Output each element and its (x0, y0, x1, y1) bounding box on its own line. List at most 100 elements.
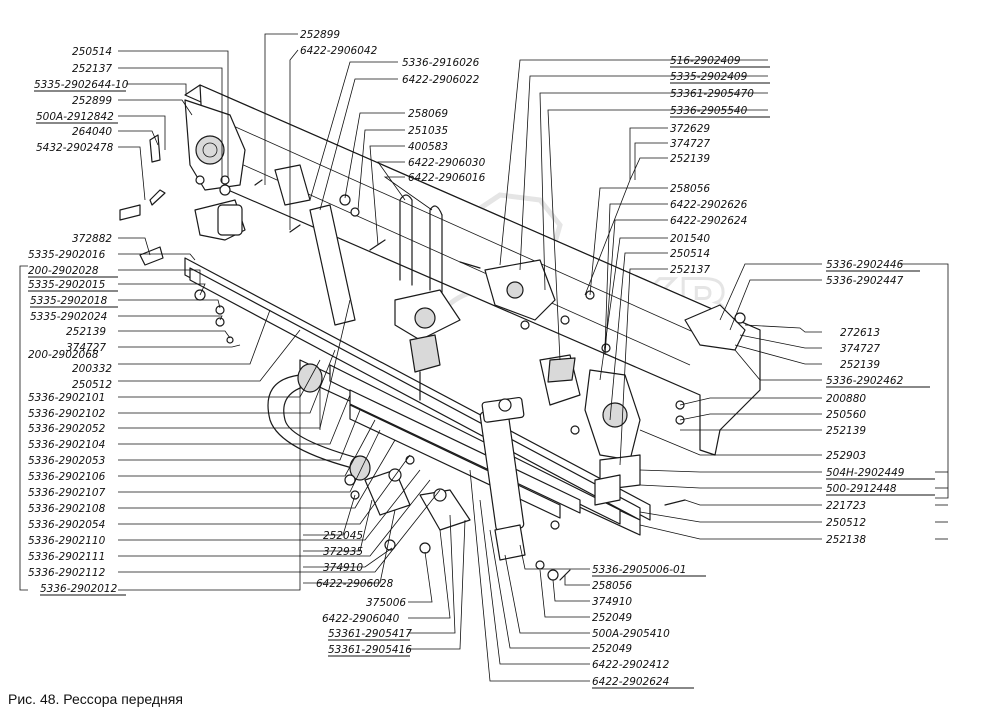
callout-label: 250514 (670, 248, 710, 260)
callout-label: 200880 (826, 393, 866, 405)
callout-label: 6422-2906016 (408, 172, 486, 184)
callout-label: 201540 (670, 233, 710, 245)
torsion-rod (274, 164, 356, 326)
callout-label: 6422-2906030 (408, 157, 486, 169)
callout-label: 504Н-2902449 (826, 467, 905, 479)
callout-label: 374727 (66, 342, 106, 354)
callout-label: 5336-2902107 (28, 487, 106, 499)
rear-bracket (584, 369, 641, 506)
callout-label: 200-2902028 (28, 265, 99, 277)
callout-label: 5336-2902104 (28, 439, 105, 451)
callout-label: 252139 (670, 153, 710, 165)
callout-label: 5336-2902446 (826, 259, 904, 271)
callout-label: 5336-2902053 (28, 455, 105, 467)
callout-label: 264040 (72, 126, 112, 138)
callout-label: 500А-2905410 (592, 628, 670, 640)
callout-label: 5336-2902111 (28, 551, 105, 563)
callout-label: 5336-2902447 (826, 275, 904, 287)
callout-label: 6422-2906028 (316, 578, 394, 590)
callout-label: 250560 (826, 409, 866, 421)
callout-label: 272613 (840, 327, 880, 339)
callout-label: 252139 (826, 425, 866, 437)
callout-label: 5336-2905540 (670, 105, 748, 117)
callout-label: 372629 (670, 123, 710, 135)
callout-label: 258056 (592, 580, 632, 592)
callout-label: 252903 (826, 450, 866, 462)
callout-label: 250514 (72, 46, 112, 58)
callout-label: 252899 (72, 95, 112, 107)
callout-label: 258069 (408, 108, 448, 120)
callout-label: 252137 (72, 63, 112, 75)
callout-label: 252139 (66, 326, 106, 338)
callout-label: 5335-2902644-10 (34, 79, 129, 91)
callout-label: 374727 (840, 343, 880, 355)
callout-label: 5336-2902012 (40, 583, 118, 595)
leader-lines (19, 33, 949, 682)
callout-label: 252045 (323, 530, 363, 542)
rear-shackle-links (364, 468, 471, 531)
callout-label: 5336-2902101 (28, 392, 105, 404)
callout-label: 5336-2902108 (28, 503, 106, 515)
callout-label: 252139 (840, 359, 880, 371)
shock-absorber (479, 396, 526, 561)
stabilizer-bar (267, 363, 371, 481)
frame-rail (184, 84, 761, 456)
callout-label: 200332 (72, 363, 112, 375)
u-bolts (394, 194, 461, 341)
callout-label: 53361-2905417 (328, 628, 412, 640)
callout-label: 250512 (826, 517, 866, 529)
callout-label: 250512 (72, 379, 112, 391)
callout-label: 5335-2902016 (28, 249, 106, 261)
callout-label: 372882 (72, 233, 112, 245)
front-shackle (119, 134, 246, 266)
callout-label: 5336-2902102 (28, 408, 106, 420)
callout-label: 374910 (323, 562, 363, 574)
callout-label: 252899 (300, 29, 340, 41)
callout-label: 375006 (366, 597, 406, 609)
callout-label: 6422-2902626 (670, 199, 748, 211)
callout-label: 5336-2902052 (28, 423, 106, 435)
callout-label: 258056 (670, 183, 710, 195)
callout-label: 5336-2902112 (28, 567, 106, 579)
callout-label: 374910 (592, 596, 632, 608)
callout-label: 374727 (670, 138, 710, 150)
callout-label: 372935 (323, 546, 363, 558)
figure-caption: Рис. 48. Рессора передняя (8, 691, 183, 707)
callout-label: 500-2912448 (826, 483, 897, 495)
callout-label: 5336-2902110 (28, 535, 106, 547)
callout-labels: 250514 252137 5335-2902644-10 252899 500… (28, 29, 935, 689)
cross-bracket (684, 304, 746, 351)
callout-label: 251035 (408, 125, 448, 137)
callout-label: 6422-2902624 (670, 215, 747, 227)
callout-label: 5335-2902015 (28, 279, 106, 291)
callout-label: 6422-2906042 (300, 45, 378, 57)
callout-label: 53361-2905416 (328, 644, 412, 656)
callout-label: 5432-2902478 (36, 142, 114, 154)
front-bracket (184, 99, 246, 196)
callout-label: 5335-2902409 (670, 71, 748, 83)
callout-label: 53361-2905470 (670, 88, 754, 100)
callout-label: 5336-2902106 (28, 471, 106, 483)
callout-label: 400583 (408, 141, 448, 153)
callout-label: 5336-2916026 (402, 57, 480, 69)
callout-label: 6422-2902412 (592, 659, 670, 671)
callout-label: 6422-2902624 (592, 676, 669, 688)
callout-label: 500А-2912842 (36, 111, 114, 123)
callout-label: 5335-2902018 (30, 295, 108, 307)
callout-label: 5335-2902024 (30, 311, 107, 323)
callout-label: 5336-2902462 (826, 375, 904, 387)
callout-label: 252049 (592, 612, 632, 624)
callout-label: 516-2902409 (670, 55, 741, 67)
mid-bracket (484, 259, 581, 406)
callout-label: 252049 (592, 643, 632, 655)
callout-label: 221723 (826, 500, 866, 512)
callout-label: 6422-2906022 (402, 74, 480, 86)
callout-label: 5336-2905006-01 (592, 564, 686, 576)
callout-label: 200-2902068 (28, 349, 99, 361)
callout-label: 252137 (670, 264, 710, 276)
bump-stop (409, 334, 441, 401)
callout-label: 252138 (826, 534, 866, 546)
callout-label: 6422-2906040 (322, 613, 400, 625)
